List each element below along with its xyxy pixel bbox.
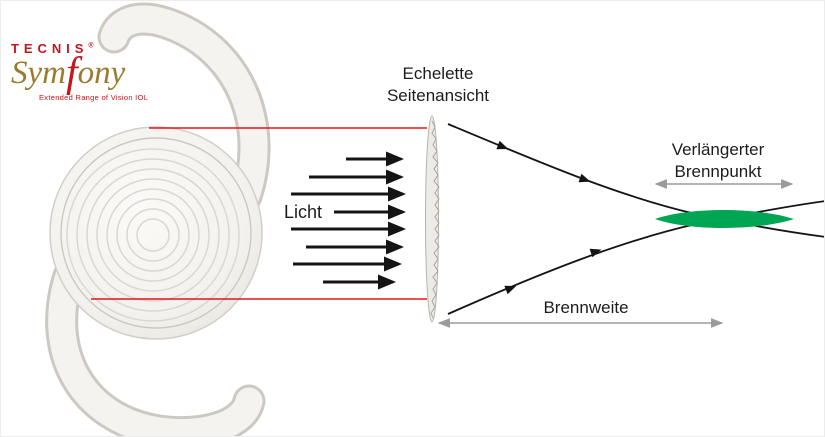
refracted-ray-top xyxy=(447,123,824,238)
echelette-label-line1: Echelette xyxy=(402,64,474,83)
echelette-label-line2: Seitenansicht xyxy=(386,86,490,106)
light-label: Licht xyxy=(284,202,323,222)
echelette-label: Echelette Seitenansicht xyxy=(348,63,528,108)
logo-tagline: Extended Range of Vision IOL xyxy=(39,93,149,102)
logo-product-name: Symfony xyxy=(11,52,201,94)
ray-arrowhead xyxy=(589,248,602,258)
logo-product-post: ony xyxy=(77,55,126,91)
light-rays xyxy=(291,151,406,290)
ray-arrowhead xyxy=(578,173,591,183)
focal-length-label: Brennweite xyxy=(543,298,629,317)
echelette-profile xyxy=(425,115,440,323)
logo-brand-text: TECNIS xyxy=(11,41,89,56)
echelette-serrations xyxy=(430,120,440,319)
logo-brand-name: TECNIS® xyxy=(11,41,201,56)
tecnis-symfony-logo: TECNIS® Symfony Extended Range of Vision… xyxy=(11,41,201,102)
extended-focus-label: Verlängerter Brennpunkt xyxy=(628,139,808,184)
iol-haptic-top xyxy=(97,2,271,213)
refracted-ray-bottom xyxy=(447,200,824,315)
ray-arrowhead xyxy=(496,140,509,150)
extended-focus-label-line2: Brennpunkt xyxy=(674,162,762,182)
extended-focus-label-line1: Verlängerter xyxy=(671,140,765,159)
iol-diffractive-rings xyxy=(66,148,240,322)
ray-arrowhead xyxy=(504,285,517,295)
iol-lens-illustration xyxy=(45,2,271,436)
registered-mark: ® xyxy=(88,42,94,50)
iol-optic-edge-ring xyxy=(60,137,252,329)
refracted-rays xyxy=(447,123,824,315)
iol-haptic-bottom xyxy=(45,259,266,436)
extended-focus-region xyxy=(655,210,794,228)
logo-product-f: f xyxy=(65,50,78,96)
logo-product-pre: Sym xyxy=(11,55,66,91)
